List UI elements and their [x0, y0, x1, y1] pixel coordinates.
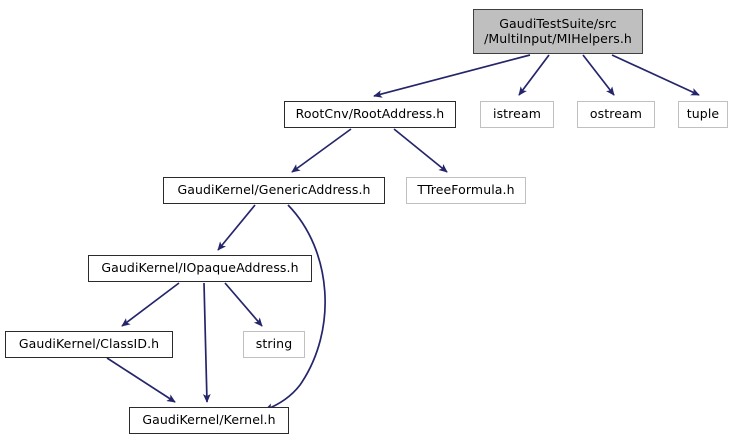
edge-genericaddress-to-kernel — [264, 204, 326, 411]
node-rootaddress[interactable]: RootCnv/RootAddress.h — [284, 101, 456, 128]
edge-mihelpers-to-istream — [518, 54, 550, 96]
edge-mihelpers-to-tuple — [611, 54, 700, 96]
edge-mihelpers-to-ostream — [582, 54, 615, 96]
edge-iopaqueaddress-to-classid — [121, 282, 180, 327]
edge-rootaddress-to-genericaddress — [291, 128, 352, 173]
edge-mihelpers-to-rootaddress — [373, 54, 531, 98]
node-ttreeformula[interactable]: TTreeFormula.h — [406, 177, 526, 204]
node-istream[interactable]: istream — [480, 101, 554, 128]
edge-rootaddress-to-ttreeformula — [393, 128, 448, 173]
node-tuple[interactable]: tuple — [678, 101, 728, 128]
edge-iopaqueaddress-to-kernel — [202, 282, 211, 403]
node-string[interactable]: string — [243, 331, 305, 358]
node-ostream[interactable]: ostream — [577, 101, 655, 128]
edge-classid-to-kernel — [106, 357, 176, 403]
node-kernel[interactable]: GaudiKernel/Kernel.h — [129, 407, 289, 434]
node-mihelpers[interactable]: GaudiTestSuite/src /MultiInput/MIHelpers… — [473, 9, 643, 54]
node-iopaqueaddress[interactable]: GaudiKernel/IOpaqueAddress.h — [88, 255, 312, 282]
edge-iopaqueaddress-to-string — [224, 282, 263, 327]
edge-genericaddress-to-iopaqueaddress — [217, 204, 256, 251]
node-classid[interactable]: GaudiKernel/ClassID.h — [5, 331, 173, 358]
node-genericaddress[interactable]: GaudiKernel/GenericAddress.h — [163, 177, 385, 204]
